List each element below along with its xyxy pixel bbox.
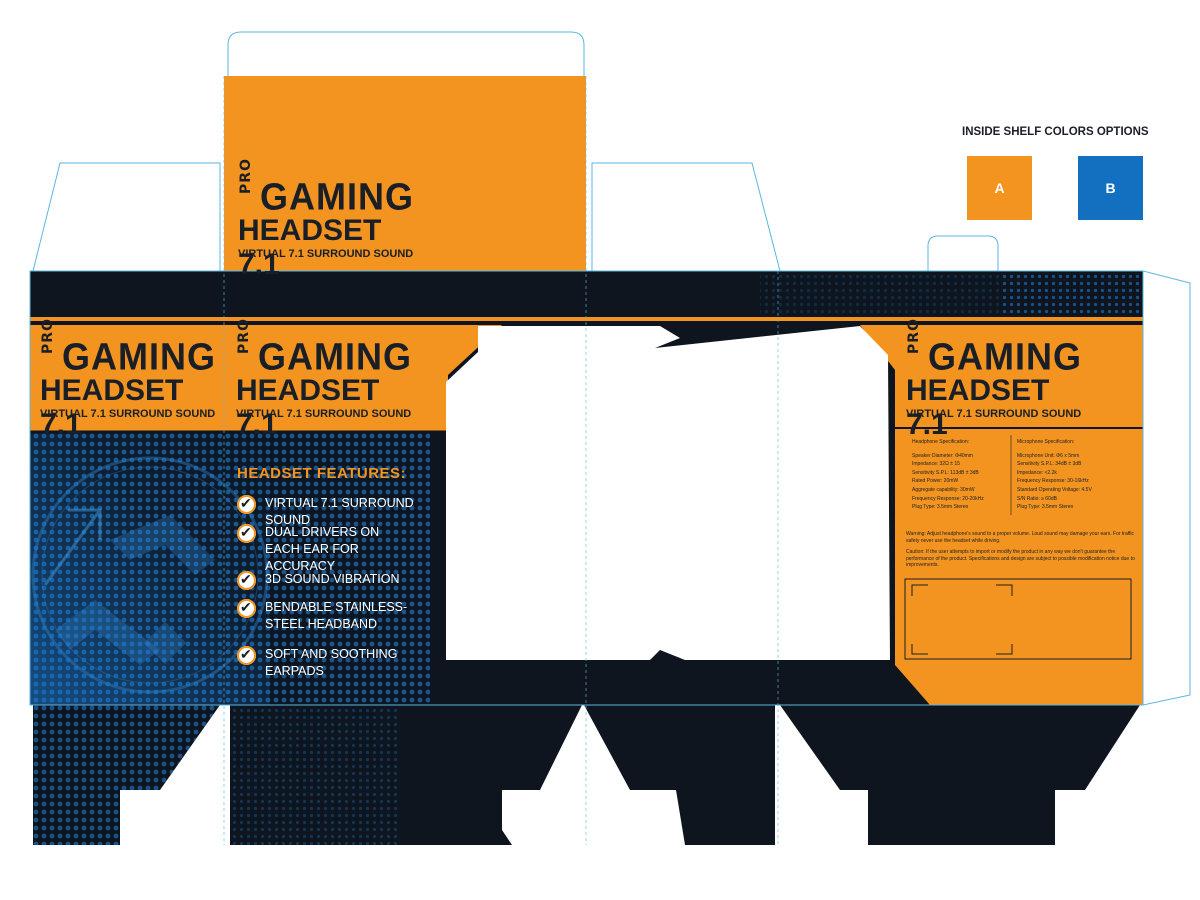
brand-tagline: VIRTUAL 7.1 SURROUND SOUND xyxy=(238,248,414,260)
feature-item: VIRTUAL 7.1 SURROUND SOUND xyxy=(237,495,437,529)
barcode-area xyxy=(904,578,1132,660)
brand-headset: HEADSET 7.1 xyxy=(40,374,184,441)
feature-item: SOFT AND SOOTHING EARPADS xyxy=(237,646,437,680)
side-panel xyxy=(860,325,1143,705)
brand-pro: PRO xyxy=(236,318,252,354)
front-header-band xyxy=(30,325,502,432)
brand-headset: HEADSET 7.1 xyxy=(236,374,380,441)
left-dust-flap xyxy=(32,162,221,272)
brand-tagline: VIRTUAL 7.1 SURROUND SOUND xyxy=(906,408,1082,420)
shelf-options-title: INSIDE SHELF COLORS OPTIONS xyxy=(962,126,1149,138)
check-icon xyxy=(237,599,256,618)
feature-item: 3D SOUND VIBRATION xyxy=(237,571,437,590)
brand-pro: PRO xyxy=(238,158,254,194)
top-panel xyxy=(224,76,586,271)
brand-tagline: VIRTUAL 7.1 SURROUND SOUND xyxy=(236,408,412,420)
brand-headset: HEADSET 7.1 xyxy=(906,374,1050,441)
brand-gaming: GAMING xyxy=(928,334,1082,378)
microphone-specs: Microphone Specification: Microphone Uni… xyxy=(1017,439,1092,511)
top-tuck-flap xyxy=(227,31,585,76)
brand-pro: PRO xyxy=(906,318,922,354)
headphone-specs: Headphone Specification: Speaker Diamete… xyxy=(912,439,984,511)
check-icon xyxy=(237,571,256,590)
glue-flap xyxy=(1142,270,1191,706)
brand-gaming: GAMING xyxy=(258,334,412,378)
check-icon xyxy=(237,524,256,543)
bottom-flap-4 xyxy=(780,705,1140,845)
swatch-a: A xyxy=(967,156,1032,220)
features-title: HEADSET FEATURES: xyxy=(237,465,407,482)
brand-headset: HEADSET 7.1 xyxy=(238,214,382,281)
swatch-b: B xyxy=(1078,156,1143,220)
display-window xyxy=(446,326,890,660)
hang-tab xyxy=(927,235,999,308)
right-dust-flap xyxy=(591,162,781,272)
feature-item: DUAL DRIVERS ON EACH EAR FOR ACCURACY xyxy=(237,524,437,575)
warning-text: Warning: Adjust headphone's sound to a p… xyxy=(906,531,1135,544)
brand-tagline: VIRTUAL 7.1 SURROUND SOUND xyxy=(40,408,216,420)
brand-pro: PRO xyxy=(40,318,56,354)
check-icon xyxy=(237,646,256,665)
bottom-flap-3 xyxy=(584,705,775,845)
check-icon xyxy=(237,495,256,514)
brand-gaming: GAMING xyxy=(62,334,216,378)
brand-gaming: GAMING xyxy=(260,174,414,218)
caution-text: Caution: If the user attempts to import … xyxy=(906,549,1135,568)
feature-item: BENDABLE STAINLESS-STEEL HEADBAND xyxy=(237,599,437,633)
